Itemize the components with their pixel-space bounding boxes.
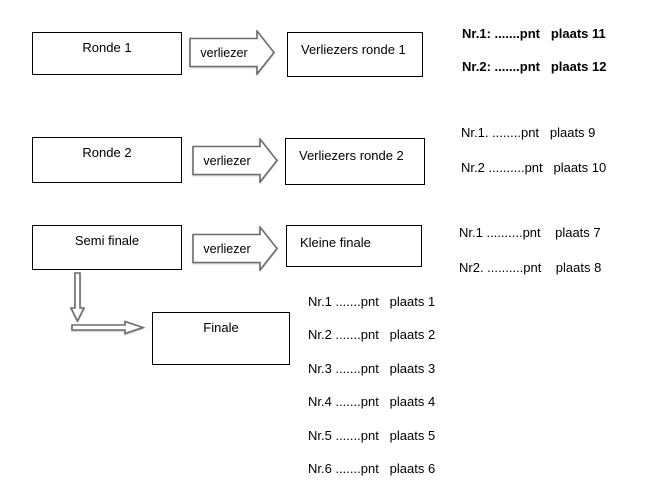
semi-to-finale-right-arrow-icon <box>71 320 145 335</box>
box-kleine-finale-label: Kleine finale <box>300 235 371 250</box>
standing-line-plaats-2: Nr.2 .......pnt plaats 2 <box>308 327 436 342</box>
box-ronde-1: Ronde 1 <box>32 32 182 75</box>
semi-to-finale-down-arrow-icon <box>70 272 85 322</box>
box-ronde-1-label: Ronde 1 <box>82 40 132 55</box>
right-block-arrow-icon <box>189 30 275 75</box>
box-verliezers-ronde-1: Verliezers ronde 1 <box>287 32 423 77</box>
verliezer-label: verliezer <box>200 45 248 60</box>
standing-line-plaats-1: Nr.1 .......pnt plaats 1 <box>308 294 436 309</box>
box-verliezers-ronde-1-label: Verliezers ronde 1 <box>301 42 406 57</box>
box-ronde-2-label: Ronde 2 <box>82 145 132 160</box>
standing-line-plaats-6: Nr.6 .......pnt plaats 6 <box>308 461 436 476</box>
right-block-arrow-icon <box>192 138 278 183</box>
standing-line-plaats-7: Nr.1 ..........pnt plaats 7 <box>459 225 601 240</box>
verliezer-arrow-semi-finale: verliezer <box>192 226 278 271</box>
verliezer-arrow-ronde-1: verliezer <box>189 30 275 75</box>
box-ronde-2: Ronde 2 <box>32 137 182 183</box>
box-finale-label: Finale <box>203 320 239 335</box>
box-semi-finale: Semi finale <box>32 225 182 270</box>
box-verliezers-ronde-2-label: Verliezers ronde 2 <box>299 148 404 163</box>
box-finale: Finale <box>152 312 290 365</box>
standing-line-plaats-10: Nr.2 ..........pnt plaats 10 <box>461 160 607 175</box>
standing-line-plaats-4: Nr.4 .......pnt plaats 4 <box>308 394 436 409</box>
box-verliezers-ronde-2: Verliezers ronde 2 <box>285 138 425 185</box>
box-semi-finale-label: Semi finale <box>74 233 140 248</box>
standing-line-plaats-11: Nr.1: .......pnt plaats 11 <box>462 26 606 41</box>
verliezer-arrow-ronde-2: verliezer <box>192 138 278 183</box>
standing-line-plaats-12: Nr.2: .......pnt plaats 12 <box>462 59 607 74</box>
standing-line-plaats-3: Nr.3 .......pnt plaats 3 <box>308 361 436 376</box>
box-kleine-finale: Kleine finale <box>286 225 422 267</box>
standing-line-plaats-9: Nr.1. ........pnt plaats 9 <box>461 125 596 140</box>
standing-line-plaats-8: Nr2. ..........pnt plaats 8 <box>459 260 602 275</box>
verliezer-label: verliezer <box>203 241 251 256</box>
standing-line-plaats-5: Nr.5 .......pnt plaats 5 <box>308 428 436 443</box>
right-block-arrow-icon <box>192 226 278 271</box>
verliezer-label: verliezer <box>203 153 251 168</box>
